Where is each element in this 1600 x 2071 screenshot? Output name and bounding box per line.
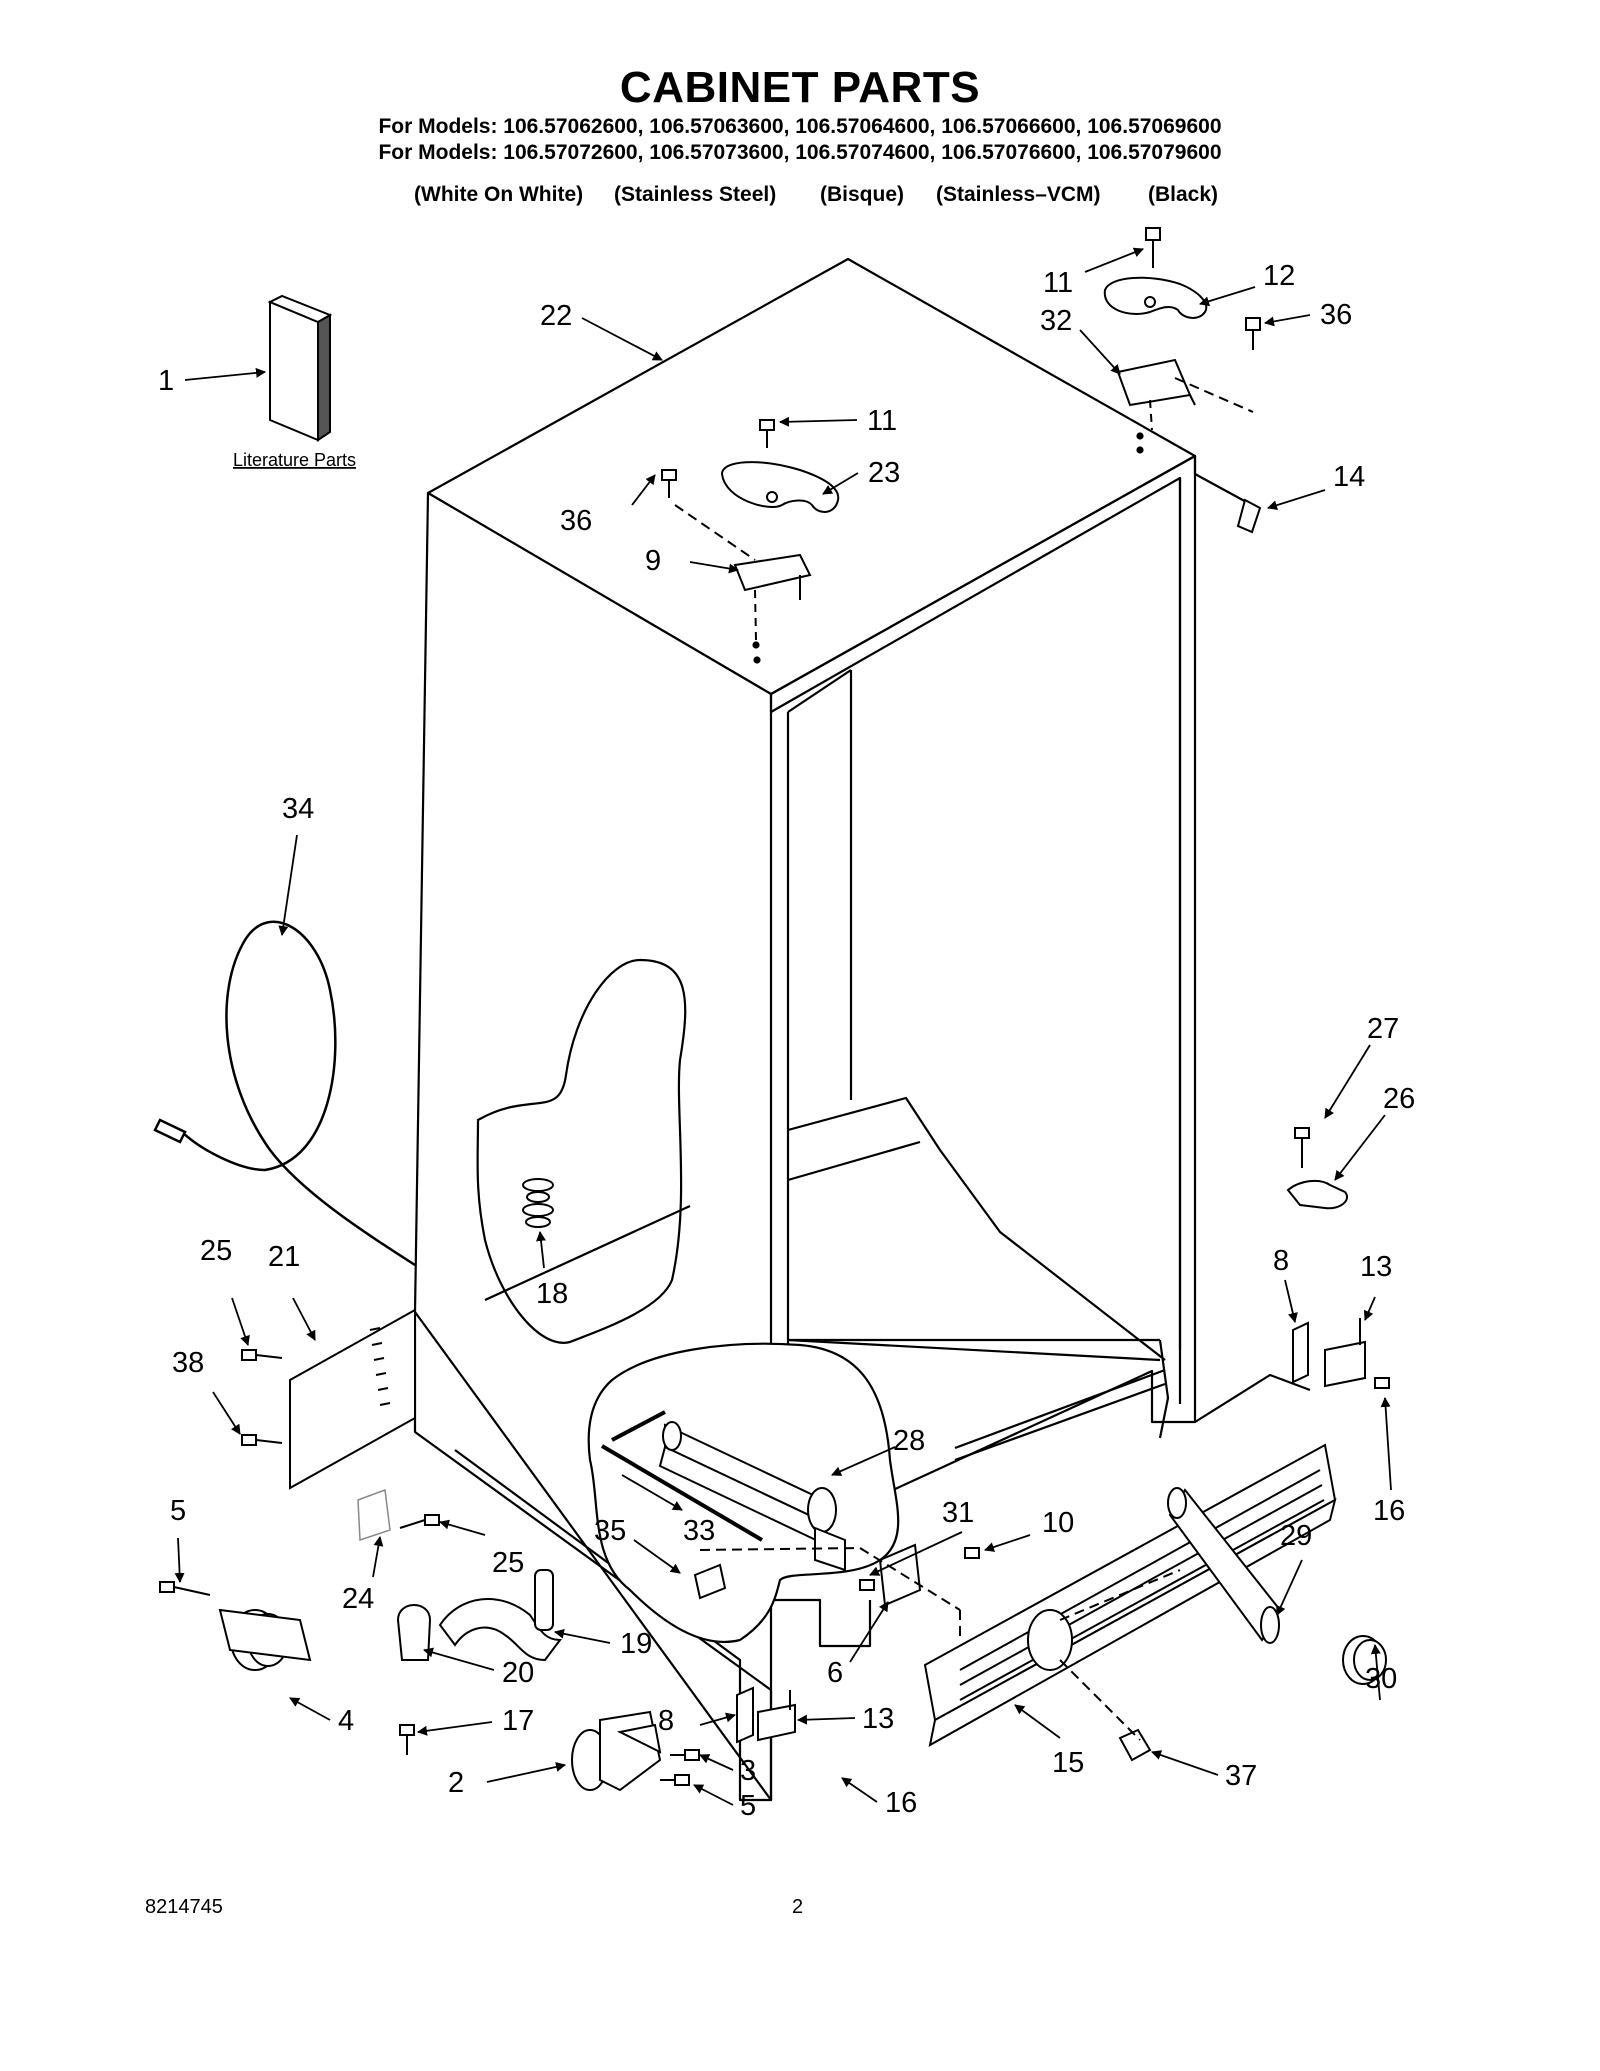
- callout-5-bottom: 5: [740, 1790, 756, 1822]
- callout-37: 37: [1225, 1760, 1257, 1792]
- page-title: CABINET PARTS: [619, 63, 981, 112]
- callout-14: 14: [1333, 461, 1365, 493]
- hinge-cap-26-27: [1286, 1127, 1348, 1210]
- callout-13-bottom: 13: [862, 1703, 894, 1735]
- callout-27: 27: [1367, 1013, 1399, 1045]
- finish-black: (Black): [1148, 183, 1219, 206]
- rear-access-panel: [289, 1308, 416, 1490]
- hinge-bracket-8-13-bottom: [736, 1686, 796, 1744]
- callout-23: 23: [868, 457, 900, 489]
- screws-25-38: [159, 1349, 440, 1596]
- callout-36-top-left: 36: [560, 505, 592, 537]
- leader-lines: [174, 247, 1392, 1806]
- callout-8-right: 8: [1273, 1245, 1289, 1277]
- callout-12: 12: [1263, 260, 1295, 292]
- callout-5-left: 5: [170, 1495, 186, 1527]
- document-number: 8214745: [145, 1896, 223, 1918]
- top-hinge-cover-left: [661, 419, 840, 641]
- bottom-hinge: [571, 1710, 662, 1792]
- callout-35: 35: [594, 1515, 626, 1547]
- duct-part: [600, 1410, 846, 1572]
- callout-13-right: 13: [1360, 1251, 1392, 1283]
- literature-book: [267, 294, 333, 442]
- page-number: 2: [792, 1896, 804, 1918]
- callout-6: 6: [827, 1657, 843, 1689]
- callout-22: 22: [540, 300, 572, 332]
- cutaway-left: [476, 958, 691, 1344]
- callout-32: 32: [1040, 305, 1072, 337]
- callout-21: 21: [268, 1241, 300, 1273]
- callout-3: 3: [740, 1755, 756, 1787]
- callout-16-right: 16: [1373, 1495, 1405, 1527]
- callout-25-lower: 25: [492, 1547, 524, 1579]
- models-line-1: For Models: 106.57062600, 106.57063600, …: [378, 115, 1222, 138]
- callout-4: 4: [338, 1705, 354, 1737]
- callout-25-upper: 25: [200, 1235, 232, 1267]
- callout-labels: 1 22 11 12 32 36 11 23 36 9 14 34 27 26 …: [158, 260, 1415, 1822]
- callout-36-top-right: 36: [1320, 299, 1352, 331]
- callout-11-top-right: 11: [1043, 267, 1073, 299]
- callout-29: 29: [1280, 1520, 1312, 1552]
- callout-26: 26: [1383, 1083, 1415, 1115]
- water-tube: [153, 920, 416, 1267]
- bracket-24: [357, 1488, 391, 1542]
- callout-1: 1: [158, 365, 174, 397]
- callout-30: 30: [1365, 1663, 1397, 1695]
- page-header: CABINET PARTS For Models: 106.57062600, …: [0, 62, 1600, 166]
- finish-stainless-vcm: (Stainless–VCM): [936, 183, 1101, 206]
- models-line-2: For Models: 106.57072600, 106.57073600, …: [378, 141, 1222, 164]
- literature-parts-label: Literature Parts: [233, 450, 356, 470]
- hinge-bracket-8-13-right: [1292, 1318, 1390, 1389]
- callout-10: 10: [1042, 1507, 1074, 1539]
- callout-2: 2: [448, 1767, 464, 1799]
- base-grille: [923, 1443, 1337, 1747]
- callout-11-top-left: 11: [867, 405, 897, 437]
- roller-assembly: [218, 1608, 312, 1671]
- callout-19: 19: [620, 1628, 652, 1660]
- small-parts: [693, 1543, 980, 1640]
- callout-34: 34: [282, 793, 314, 825]
- top-hinge-cover-right: [1103, 227, 1261, 431]
- callout-15: 15: [1052, 1747, 1084, 1779]
- callout-9: 9: [645, 545, 661, 577]
- water-tube-19: [396, 1569, 562, 1755]
- callout-31: 31: [942, 1497, 974, 1529]
- finish-stainless-steel: (Stainless Steel): [614, 183, 777, 206]
- filter-dashes: [1059, 1569, 1181, 1741]
- callout-33: 33: [683, 1515, 715, 1547]
- finish-bisque: (Bisque): [820, 183, 904, 206]
- drain-grommet: [522, 1178, 554, 1228]
- callout-20: 20: [502, 1657, 534, 1689]
- callout-16-bottom: 16: [885, 1787, 917, 1819]
- water-filter: [1167, 1487, 1282, 1644]
- callout-24: 24: [342, 1583, 374, 1615]
- callout-28: 28: [893, 1425, 925, 1457]
- callout-17: 17: [502, 1705, 534, 1737]
- clip-14: [1236, 498, 1262, 534]
- finish-white-on-white: (White On White): [414, 183, 584, 206]
- callout-38: 38: [172, 1347, 204, 1379]
- callout-18: 18: [536, 1278, 568, 1310]
- callout-8-bottom: 8: [658, 1705, 674, 1737]
- hinge-screws: [660, 1749, 700, 1786]
